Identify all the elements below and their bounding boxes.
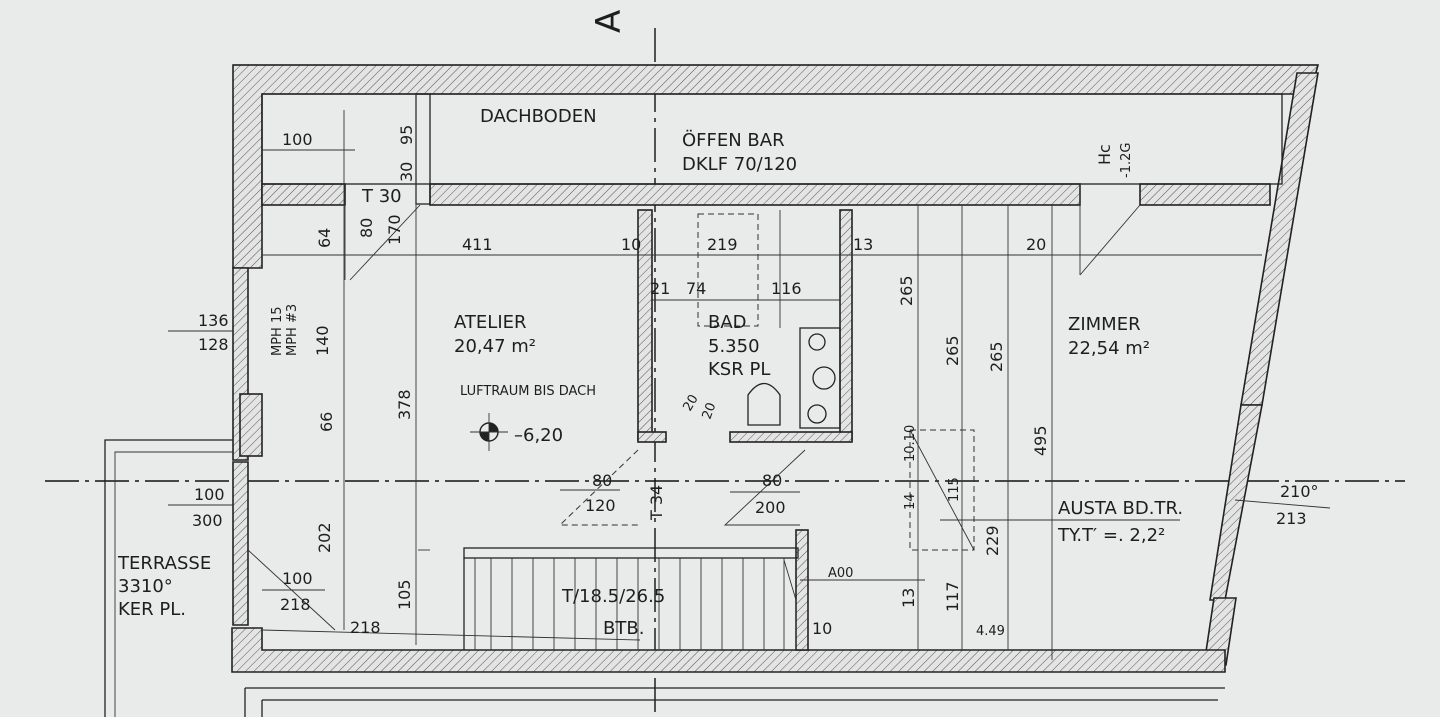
mph-note-2: MPH #3	[285, 304, 300, 356]
room-floor-terrasse: KER PL.	[118, 599, 186, 620]
dimension-label: 202	[315, 522, 334, 553]
room-label-zimmer: ZIMMER	[1068, 314, 1141, 335]
mph-note-1: MPH 15	[270, 306, 285, 356]
dimension-label: 20	[700, 401, 720, 422]
dimension-label: 13	[853, 235, 873, 254]
dimension-label: 80	[762, 471, 782, 490]
dimension-label: 21	[650, 279, 670, 298]
dimension-label: 80	[357, 218, 376, 238]
aoo-note: A00	[828, 566, 853, 581]
dimension-label: 30	[397, 162, 416, 182]
dimension-label: 4.49	[976, 624, 1005, 639]
dimension-label: 66	[317, 412, 336, 432]
dimension-label: 411	[462, 235, 493, 254]
dimension-label: 10.10	[903, 425, 918, 462]
dimension-label: 219	[707, 235, 738, 254]
dimension-label: 20	[680, 392, 701, 414]
roof-hatch-note: ÖFFEN BAR	[682, 129, 785, 151]
dimension-label: 213	[1276, 509, 1307, 528]
dimension-label: 80	[592, 471, 612, 490]
dimension-label: 229	[983, 525, 1002, 556]
room-floor-bad: KSR PL	[708, 359, 770, 380]
room-area-terrasse: 3310°	[118, 576, 173, 597]
staircase	[463, 547, 799, 650]
dimension-label: 10	[812, 619, 832, 638]
hc-note-2: -1.2G	[1119, 143, 1134, 178]
room-area-zimmer: 22,54 m²	[1068, 338, 1150, 359]
exterior-walls	[231, 64, 1320, 717]
dimension-label: 120	[585, 496, 616, 515]
dimension-label: 100	[282, 130, 313, 149]
stair-note: T/18.5/26.5	[561, 586, 665, 607]
room-label-bad: BAD	[708, 312, 747, 333]
dimension-label: 218	[350, 618, 381, 637]
dimension-label: 74	[686, 279, 706, 298]
dimension-label: 218	[280, 595, 311, 614]
austa-value: TY.T′ =. 2,2²	[1057, 525, 1165, 546]
dimension-label: 378	[395, 389, 414, 420]
dimension-label: 265	[897, 275, 916, 306]
luftraum-note: LUFTRAUM BIS DACH	[460, 384, 596, 399]
room-label-atelier: ATELIER	[454, 312, 527, 333]
dimension-label: 495	[1031, 425, 1050, 456]
austa-note: AUSTA BD.TR.	[1058, 498, 1183, 519]
room-label-dachboden: DACHBODEN	[480, 106, 597, 127]
dimension-label: 170	[385, 214, 404, 245]
dimension-label: 105	[395, 579, 414, 610]
bathroom-fixtures	[652, 210, 841, 429]
room-area-atelier: 20,47 m²	[454, 336, 536, 357]
dimension-label: 64	[315, 228, 334, 248]
roof-hatch-size: DKLF 70/120	[682, 154, 797, 175]
dimension-label: 117	[943, 581, 962, 612]
t34-note: T 34	[647, 485, 666, 521]
dimension-label: 265	[943, 335, 962, 366]
room-label-terrasse: TERRASSE	[117, 553, 211, 574]
dimension-label: 136	[198, 311, 229, 330]
dimension-label: 95	[397, 125, 416, 145]
dimension-label: 300	[192, 511, 223, 530]
dimension-label: 265	[987, 341, 1006, 372]
dimension-label: 116	[771, 279, 802, 298]
dimension-label: 14	[903, 493, 918, 510]
dimension-label: 140	[313, 325, 332, 356]
dimension-label: 100	[194, 485, 225, 504]
dimension-label: 20	[1026, 235, 1046, 254]
terrace-outline	[104, 439, 233, 717]
dimension-label: 128	[198, 335, 229, 354]
hc-note: Hc	[1095, 144, 1114, 165]
dimension-label: 210°	[1280, 482, 1319, 501]
dimension-label: 10	[621, 235, 641, 254]
dimension-label: 115	[947, 477, 962, 502]
level-value: –6,20	[514, 425, 563, 446]
dimension-label: 100	[282, 569, 313, 588]
stair-note-2: BTB.	[603, 618, 644, 639]
dimension-label: 200	[755, 498, 786, 517]
dimension-label: 13	[899, 588, 918, 608]
dimension-lines	[168, 94, 1331, 660]
t30-note: T 30	[361, 186, 402, 207]
room-area-bad: 5.350	[708, 336, 760, 357]
level-marker-icon	[470, 413, 508, 451]
section-marker: A	[589, 10, 629, 33]
